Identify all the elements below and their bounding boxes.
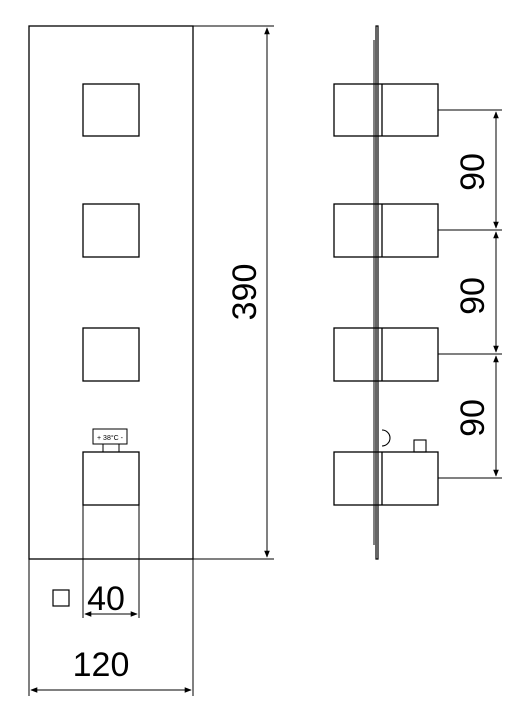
front-knob-4 <box>82 451 140 506</box>
side-stop-pin <box>413 439 427 453</box>
spacing-dimensions <box>438 109 502 479</box>
knob-width-label: 40 <box>87 580 125 618</box>
front-knob-1 <box>82 83 140 137</box>
side-view <box>333 25 439 560</box>
height-label: 390 <box>226 264 264 321</box>
thermostat-scale-text: + 38°C - <box>97 434 124 442</box>
side-knob-2 <box>333 203 439 258</box>
square-symbol-icon <box>52 589 70 607</box>
width-dimension <box>28 559 194 696</box>
side-knob-4 <box>333 451 439 506</box>
front-view <box>28 25 194 560</box>
side-plate <box>375 25 379 560</box>
thermostat-indicator <box>92 428 128 445</box>
front-knob-3 <box>82 327 140 382</box>
knob-width-dimension <box>52 505 140 618</box>
front-plate <box>28 25 194 560</box>
height-dimension <box>193 25 274 560</box>
side-knob-1 <box>333 83 439 137</box>
width-label: 120 <box>73 646 130 684</box>
front-knob-2 <box>82 203 140 258</box>
side-cartridge <box>381 429 391 447</box>
spacing-label-2: 90 <box>454 277 492 315</box>
side-knob-3 <box>333 327 439 382</box>
spacing-label-1: 90 <box>454 153 492 191</box>
spacing-label-3: 90 <box>454 399 492 437</box>
